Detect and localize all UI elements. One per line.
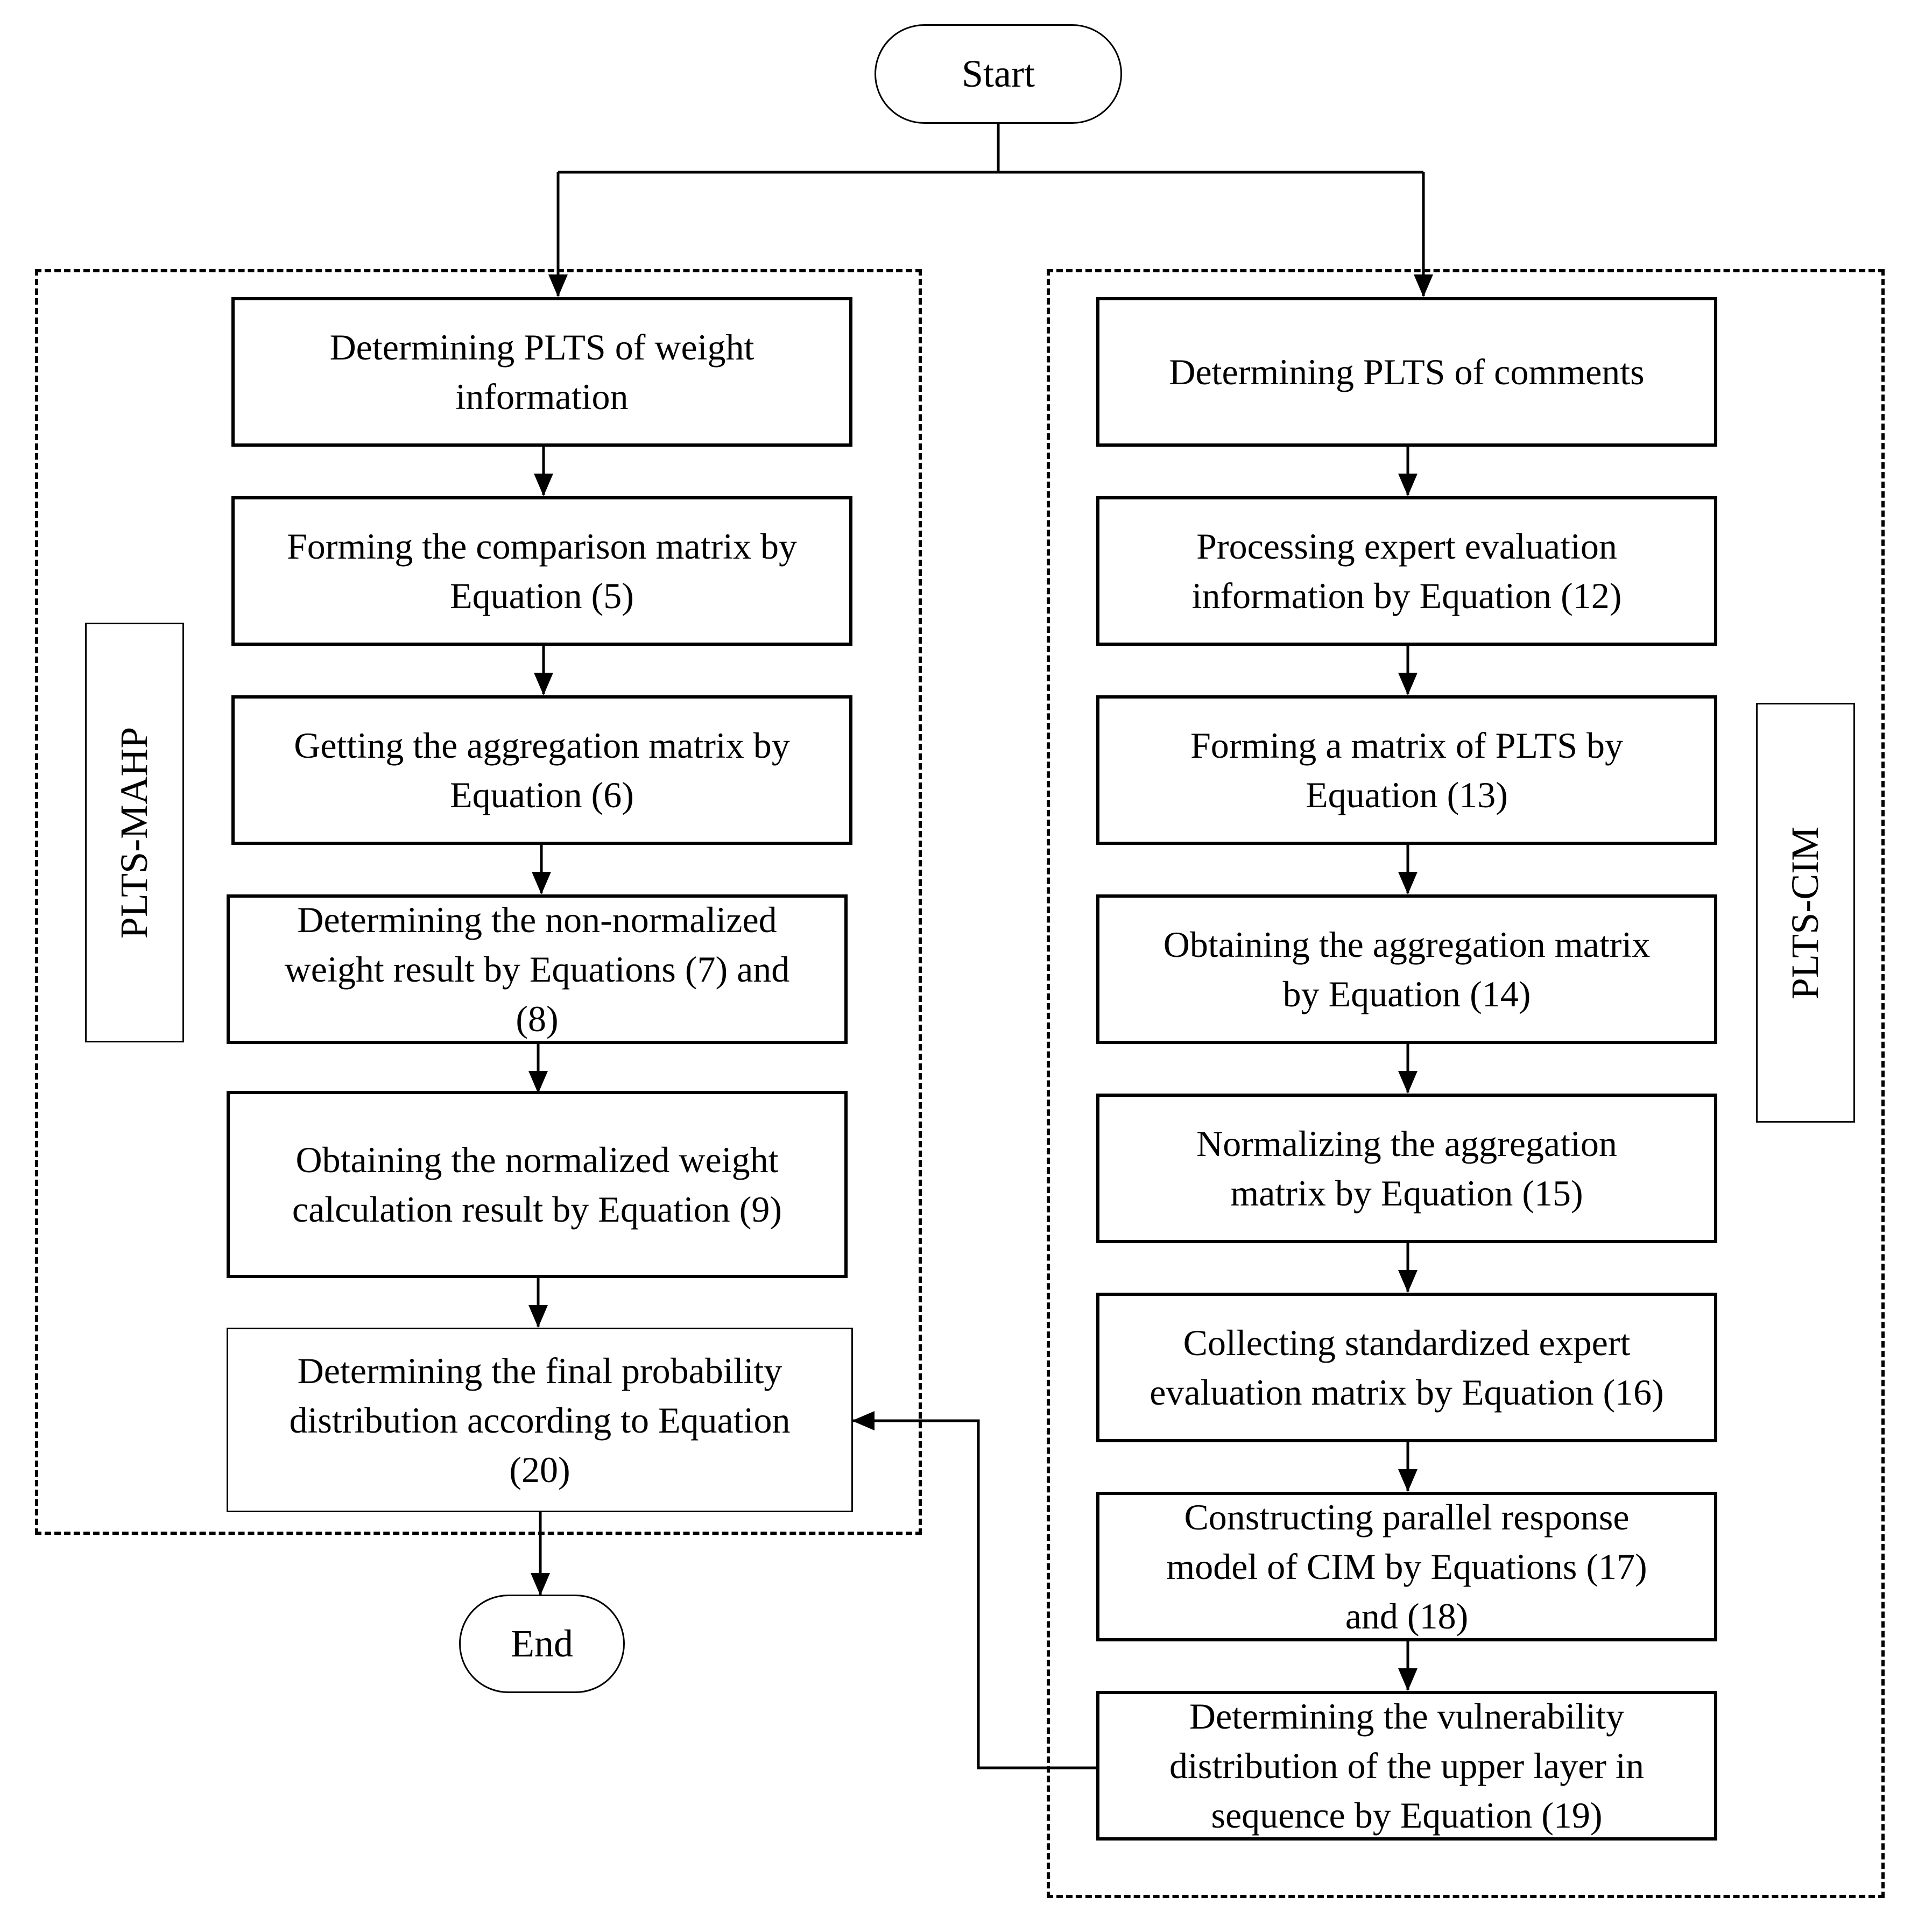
step-determine-plts-comments: Determining PLTS of comments [1096,297,1717,447]
region-plts-mahp [35,269,922,1535]
region-plts-cim [1047,269,1885,1898]
step-text: Determining PLTS of comments [1169,351,1645,392]
step-normalize-aggregation-matrix: Normalizing the aggregation matrix by Eq… [1096,1094,1717,1243]
step-text: Forming a matrix of PLTS by Equation (13… [1190,725,1624,815]
plts-cim-label: PLTS-CIM [1783,826,1827,999]
step-text: Processing expert evaluation information… [1191,526,1622,616]
step-final-probability-distribution: Determining the final probability distri… [227,1328,853,1512]
step-construct-parallel-response-model: Constructing parallel response model of … [1096,1492,1717,1641]
step-text: Determining the vulnerability distributi… [1169,1696,1644,1836]
step-text: Constructing parallel response model of … [1166,1497,1647,1637]
start-terminal: Start [875,24,1122,124]
connector-start-split [558,124,1423,174]
end-terminal: End [459,1595,625,1693]
step-non-normalized-weight: Determining the non-normalized weight re… [227,894,848,1044]
step-form-comparison-matrix: Forming the comparison matrix by Equatio… [231,496,852,646]
step-text: Collecting standardized expert evaluatio… [1150,1322,1664,1413]
plts-mahp-label-box: PLTS-MAHP [85,623,184,1042]
step-obtain-aggregation-matrix: Obtaining the aggregation matrix by Equa… [1096,894,1717,1044]
step-text: Determining the non-normalized weight re… [284,899,790,1039]
step-process-expert-evaluation: Processing expert evaluation information… [1096,496,1717,646]
step-get-aggregation-matrix: Getting the aggregation matrix by Equati… [231,695,852,845]
step-collect-standardized-matrix: Collecting standardized expert evaluatio… [1096,1293,1717,1442]
step-text: Obtaining the aggregation matrix by Equa… [1163,924,1651,1014]
end-label: End [511,1622,573,1665]
start-label: Start [962,52,1035,95]
step-text: Getting the aggregation matrix by Equati… [294,725,790,815]
plts-mahp-label: PLTS-MAHP [112,727,156,939]
step-vulnerability-distribution: Determining the vulnerability distributi… [1096,1691,1717,1841]
step-text: Determining the final probability distri… [289,1350,791,1490]
plts-cim-label-box: PLTS-CIM [1756,703,1855,1123]
arrow-feedback [852,1411,1096,1769]
step-form-plts-matrix: Forming a matrix of PLTS by Equation (13… [1096,695,1717,845]
step-text: Forming the comparison matrix by Equatio… [286,526,798,616]
step-text: Determining PLTS of weight information [329,327,754,417]
step-text: Normalizing the aggregation matrix by Eq… [1196,1123,1617,1214]
step-text: Obtaining the normalized weight calculat… [292,1139,782,1230]
step-normalized-weight: Obtaining the normalized weight calculat… [227,1091,848,1278]
step-determine-plts-weight: Determining PLTS of weight information [231,297,852,447]
